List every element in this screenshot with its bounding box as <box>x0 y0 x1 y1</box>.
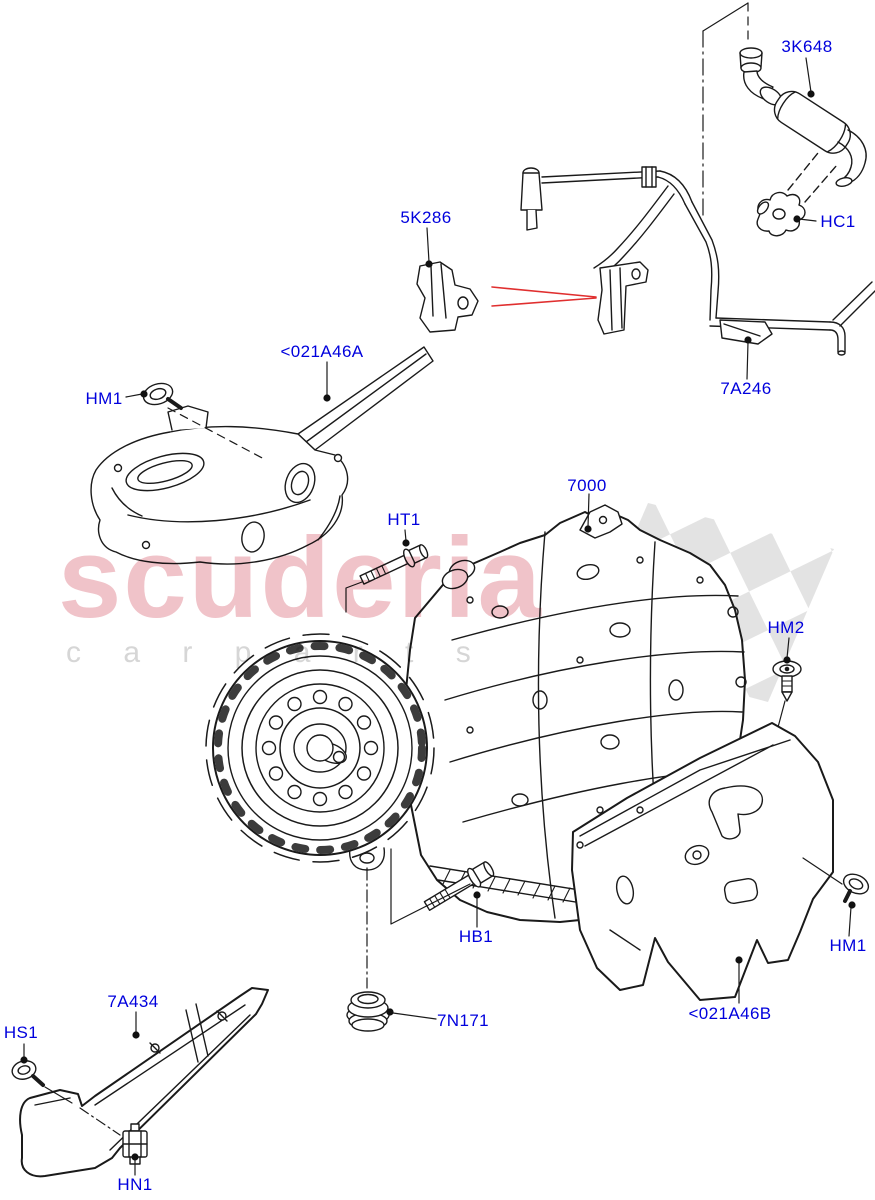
part-label-ht1: HT1 <box>387 510 421 529</box>
part-drawing-push-pin-hm1-right <box>802 857 870 903</box>
part-label-hm1-right: HM1 <box>829 936 867 955</box>
part-drawing-shield-7a434 <box>19 987 269 1178</box>
part-label-3k648: 3K648 <box>781 37 833 56</box>
part-label-7a246: 7A246 <box>720 379 772 398</box>
part-drawing-breather-reservoir-3k648 <box>739 47 867 187</box>
part-drawing-bolt-ht1 <box>345 544 429 613</box>
part-label-hn1: HN1 <box>117 1175 153 1194</box>
part-label-hs1: HS1 <box>3 1023 39 1042</box>
part-label-7a434: 7A434 <box>107 992 159 1011</box>
reference-plane-lines <box>702 2 749 221</box>
part-label-5k286: 5K286 <box>400 208 452 227</box>
part-drawing-push-pin-hm2 <box>772 660 802 732</box>
part-drawing-heat-shield-021a46b <box>571 722 834 1001</box>
part-drawing-push-pin-hm1-left <box>142 382 267 461</box>
part-label-hc1: HC1 <box>820 212 856 231</box>
part-drawing-push-pin-hs1 <box>11 1060 73 1104</box>
part-drawing-heat-shield-021a46a <box>90 346 434 565</box>
part-label-hm2: HM2 <box>767 618 805 637</box>
red-locator-arrow <box>491 286 597 307</box>
part-drawing-grommet-7n171 <box>346 867 390 1032</box>
part-label-7n171: 7N171 <box>436 1011 490 1030</box>
leader-lines <box>23 57 852 1176</box>
part-drawing-bolt-hb1 <box>390 848 495 925</box>
part-label-021a46a: <021A46A <box>280 342 364 361</box>
part-drawing-bracket-5k286 <box>416 261 479 333</box>
leader-dots <box>20 90 856 1161</box>
part-drawing-tube-assembly-7a246 <box>520 166 875 356</box>
part-drawing-connector-hc1 <box>756 152 838 237</box>
torque-converter <box>205 633 435 863</box>
part-label-021a46b: <021A46B <box>688 1004 772 1023</box>
part-label-7000: 7000 <box>567 476 607 495</box>
part-label-hm1-left: HM1 <box>85 389 123 408</box>
part-label-hb1: HB1 <box>458 927 494 946</box>
